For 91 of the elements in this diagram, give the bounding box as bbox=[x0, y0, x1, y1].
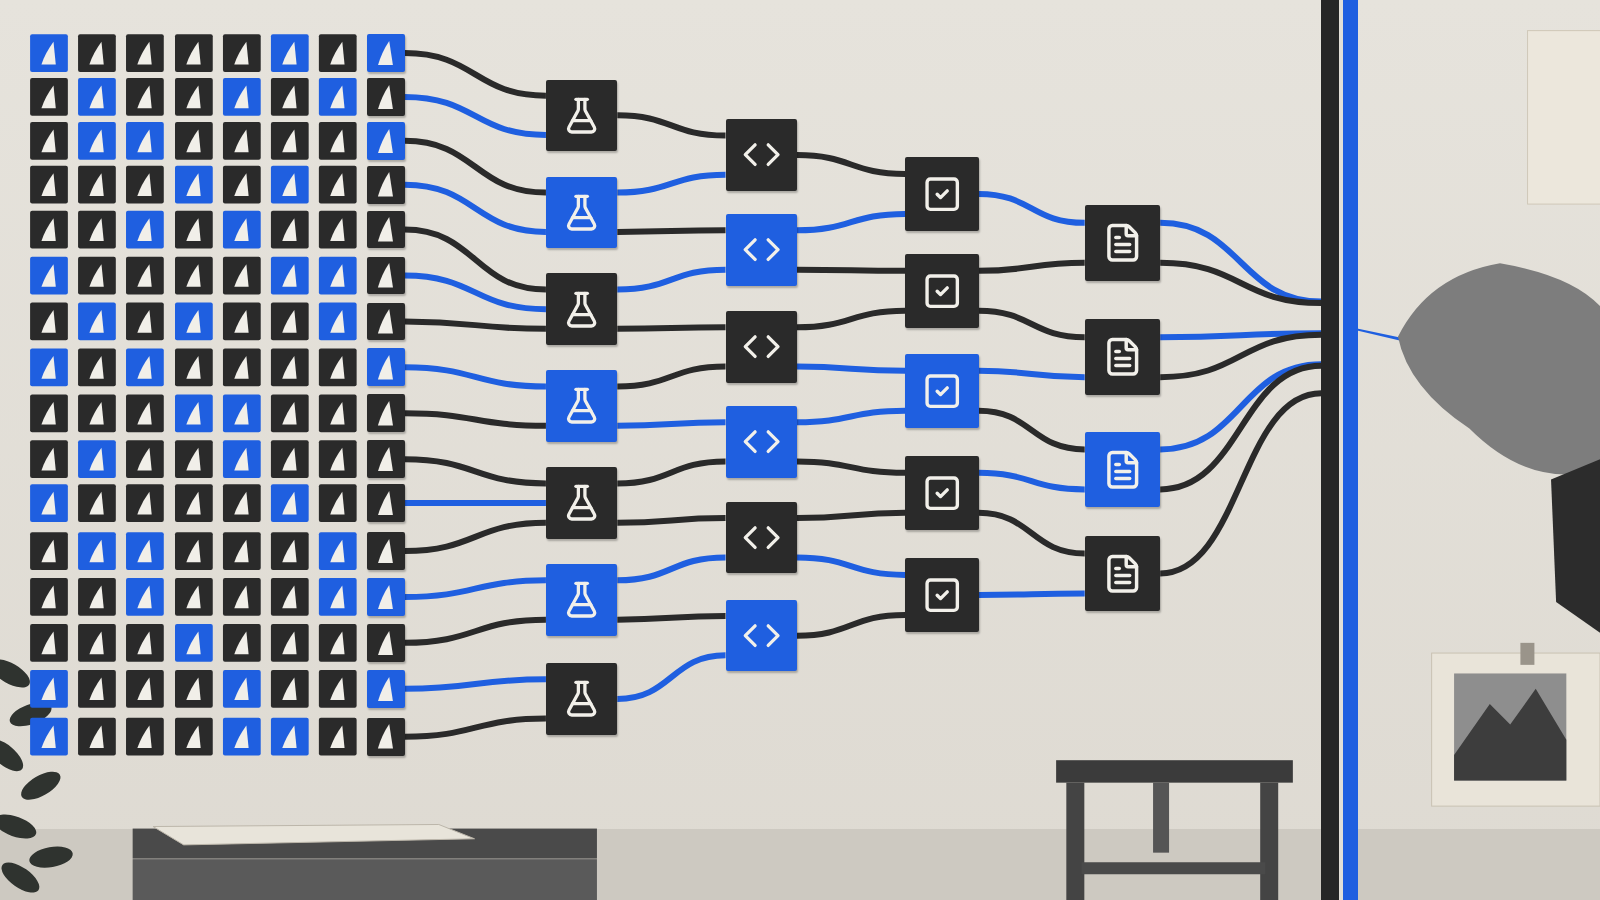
document-tile bbox=[1084, 431, 1161, 508]
connector-line bbox=[404, 181, 547, 235]
checkmark-tile bbox=[905, 157, 979, 231]
vertical-stripe bbox=[1321, 0, 1359, 900]
connector-line bbox=[404, 500, 546, 507]
connector-line bbox=[1159, 362, 1322, 493]
square-tile bbox=[366, 440, 405, 479]
connector-line bbox=[1159, 361, 1322, 453]
code-tile bbox=[725, 600, 797, 672]
connector-line bbox=[617, 652, 726, 702]
connector-line bbox=[617, 112, 726, 139]
checkmark-tile bbox=[905, 558, 979, 632]
checkmark-tile bbox=[905, 354, 979, 428]
flask-tile bbox=[545, 176, 618, 248]
square-tile bbox=[366, 348, 405, 387]
connector-line bbox=[978, 367, 1085, 381]
square-tile bbox=[366, 532, 405, 570]
connector-line bbox=[978, 307, 1085, 341]
square-tile bbox=[366, 210, 405, 249]
connector-line bbox=[404, 137, 547, 196]
connector-line bbox=[404, 410, 546, 429]
connector-line bbox=[1160, 259, 1322, 307]
code-tile bbox=[725, 311, 797, 383]
square-tile bbox=[366, 669, 405, 708]
flask-tile bbox=[545, 273, 618, 345]
square-tile bbox=[366, 256, 405, 295]
checkmark-tile bbox=[905, 254, 979, 328]
connector-line bbox=[404, 519, 547, 554]
connector-line bbox=[796, 509, 906, 522]
connector-line bbox=[404, 272, 547, 313]
square-tile bbox=[366, 623, 405, 662]
connector-line bbox=[978, 509, 1085, 557]
connector-line bbox=[617, 613, 726, 623]
connector-line bbox=[617, 515, 726, 526]
connector-line bbox=[978, 407, 1085, 453]
connector-line bbox=[978, 469, 1085, 493]
connector-line bbox=[404, 456, 546, 487]
document-tile bbox=[1084, 535, 1161, 612]
connector-line bbox=[796, 554, 906, 578]
square-tile bbox=[366, 78, 405, 116]
square-tile bbox=[366, 717, 405, 756]
connector-line bbox=[404, 715, 546, 740]
square-tile bbox=[366, 165, 405, 204]
checkmark-tile bbox=[905, 456, 979, 530]
connector-line bbox=[796, 363, 906, 374]
square-tile bbox=[366, 394, 405, 433]
square-tile bbox=[366, 34, 405, 72]
connector-line bbox=[796, 266, 906, 274]
flask-tile bbox=[545, 467, 618, 539]
square-tile bbox=[366, 302, 405, 341]
connector-line bbox=[404, 318, 546, 332]
connector-line bbox=[1159, 390, 1322, 577]
code-tile bbox=[725, 502, 797, 574]
connector-line bbox=[617, 554, 726, 584]
flask-tile bbox=[545, 564, 618, 636]
flask-tile bbox=[545, 370, 618, 442]
code-tile bbox=[725, 214, 797, 286]
connector-line bbox=[617, 419, 726, 429]
flask-tile bbox=[545, 79, 618, 151]
connector-line bbox=[617, 458, 726, 487]
connector-line bbox=[404, 226, 547, 293]
connector-line bbox=[1160, 331, 1322, 381]
connector-line bbox=[796, 407, 906, 426]
connector-line bbox=[796, 458, 906, 476]
connector-line bbox=[796, 152, 906, 177]
code-tile bbox=[725, 119, 797, 191]
connector-line bbox=[404, 616, 546, 646]
connector-line bbox=[796, 307, 906, 331]
document-tile bbox=[1084, 205, 1161, 281]
square-tile bbox=[366, 578, 405, 616]
document-tile bbox=[1084, 319, 1161, 395]
connector-line bbox=[404, 50, 547, 99]
code-tile bbox=[725, 406, 797, 478]
connector-line bbox=[617, 171, 726, 196]
connector-line bbox=[617, 363, 726, 390]
connector-line bbox=[617, 324, 726, 332]
connector-line bbox=[978, 190, 1085, 226]
connector-line bbox=[796, 611, 906, 639]
connector-line bbox=[978, 590, 1085, 598]
connector-line bbox=[404, 364, 546, 390]
connector-line bbox=[796, 210, 906, 234]
connector-line bbox=[617, 227, 726, 235]
connector-line bbox=[404, 93, 547, 138]
square-tile bbox=[366, 121, 405, 160]
square-tile bbox=[366, 484, 405, 522]
connector-line bbox=[404, 577, 546, 600]
connector-line bbox=[617, 266, 726, 293]
connector-line bbox=[1160, 330, 1322, 341]
connector-line bbox=[404, 676, 546, 692]
connector-line bbox=[978, 259, 1085, 274]
flask-tile bbox=[545, 663, 618, 735]
